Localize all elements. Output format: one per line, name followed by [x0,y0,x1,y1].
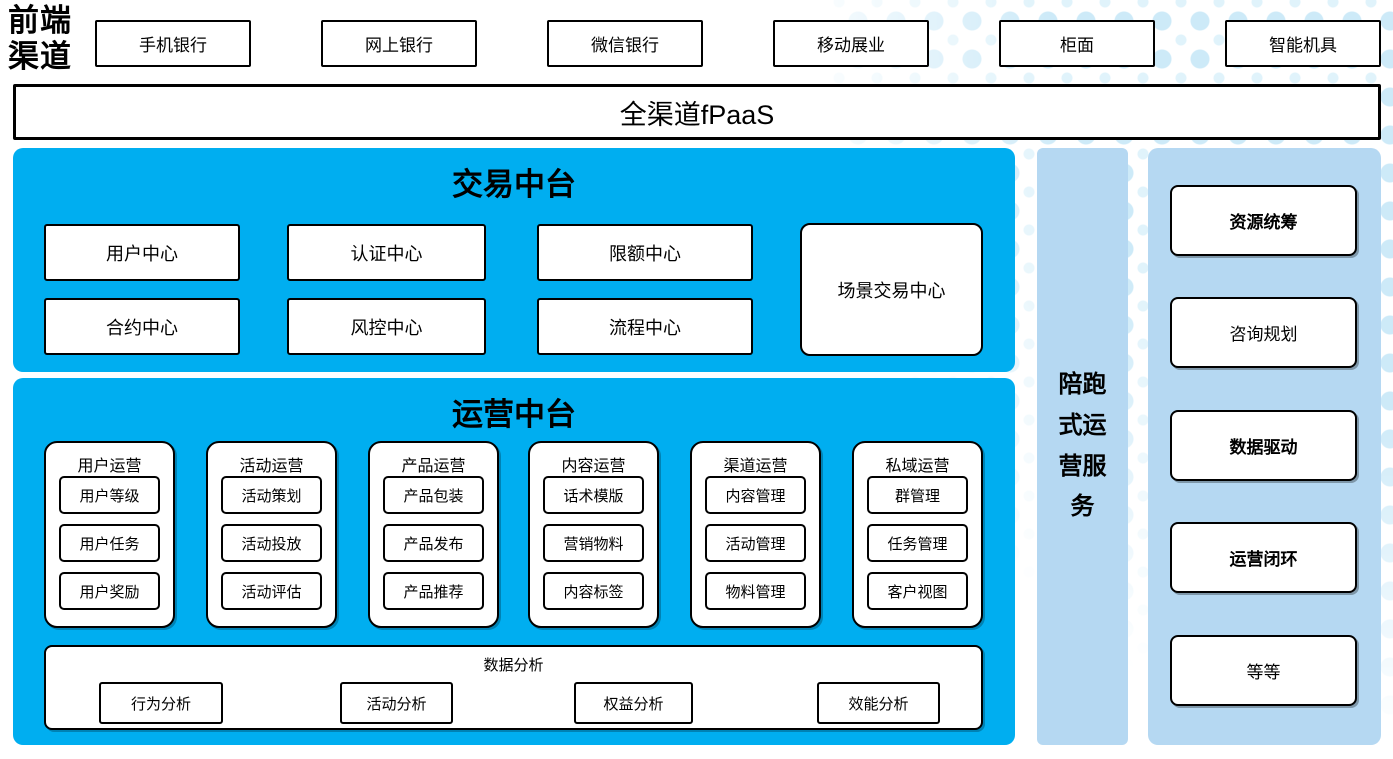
center-box-limit: 限额中心 [537,224,753,281]
analytics-box-rights: 权益分析 [574,682,693,724]
trade-platform-title: 交易中台 [452,167,576,203]
ops-item: 内容标签 [543,572,644,610]
ops-item: 产品包装 [383,476,484,514]
service-panel: 资源统筹 咨询规划 数据驱动 运营闭环 等等 [1148,148,1381,745]
data-analytics-title: 数据分析 [483,657,544,674]
ops-item: 活动策划 [221,476,322,514]
center-box-process: 流程中心 [537,298,753,355]
ops-item: 营销物料 [543,524,644,562]
front-channels-label: 前端渠道 [8,3,72,75]
ops-item: 产品发布 [383,524,484,562]
analytics-box-behavior: 行为分析 [99,682,223,724]
ops-group-activity: 活动运营 活动策划 活动投放 活动评估 [206,441,337,628]
ops-group-title: 用户运营 [77,458,142,475]
ops-group-user: 用户运营 用户等级 用户任务 用户奖励 [44,441,175,628]
fpaas-bar-label: 全渠道fPaaS [619,99,775,130]
ops-item: 内容管理 [705,476,806,514]
ops-group-title: 产品运营 [401,458,466,475]
center-box-contract: 合约中心 [44,298,240,355]
center-box-user: 用户中心 [44,224,240,281]
ops-group-title: 渠道运营 [723,458,788,475]
center-box-scene-trade: 场景交易中心 [800,223,983,356]
data-analytics-section: 数据分析 行为分析 活动分析 权益分析 效能分析 [44,645,983,730]
ops-item: 用户任务 [59,524,160,562]
ops-group-title: 私域运营 [885,458,950,475]
ops-item: 产品推荐 [383,572,484,610]
companion-service-bar: 陪跑式运营服务 [1037,148,1128,745]
ops-group-title: 活动运营 [239,458,304,475]
ops-item: 物料管理 [705,572,806,610]
front-channels-row: 手机银行 网上银行 微信银行 移动展业 柜面 智能机具 [95,20,1381,67]
service-box-data-driven: 数据驱动 [1170,410,1357,481]
ops-group-title: 内容运营 [561,458,626,475]
analytics-box-efficiency: 效能分析 [817,682,940,724]
ops-item: 用户等级 [59,476,160,514]
service-box-ops-closed-loop: 运营闭环 [1170,522,1357,593]
center-box-auth: 认证中心 [287,224,486,281]
center-box-risk: 风控中心 [287,298,486,355]
ops-group-product: 产品运营 产品包装 产品发布 产品推荐 [368,441,499,628]
ops-item: 活动评估 [221,572,322,610]
ops-group-channel: 渠道运营 内容管理 活动管理 物料管理 [690,441,821,628]
ops-item: 活动投放 [221,524,322,562]
channel-box-smart-devices: 智能机具 [1225,20,1381,67]
ops-platform-section: 运营中台 用户运营 用户等级 用户任务 用户奖励 活动运营 活动策划 活动投放 … [13,378,1015,745]
ops-group-private-domain: 私域运营 群管理 任务管理 客户视图 [852,441,983,628]
ops-group-content: 内容运营 话术模版 营销物料 内容标签 [528,441,659,628]
channel-box-online-banking: 网上银行 [321,20,477,67]
channel-box-mobile-banking: 手机银行 [95,20,251,67]
ops-item: 用户奖励 [59,572,160,610]
channel-box-counter: 柜面 [999,20,1155,67]
analytics-box-activity: 活动分析 [340,682,453,724]
companion-service-label: 陪跑式运营服务 [1058,370,1107,521]
ops-platform-title: 运营中台 [452,397,576,433]
ops-item: 活动管理 [705,524,806,562]
channel-box-mobile-sales: 移动展业 [773,20,929,67]
fpaas-bar: 全渠道fPaaS [13,84,1381,140]
ops-item: 客户视图 [867,572,968,610]
service-box-resource-planning: 资源统筹 [1170,185,1357,256]
service-box-consulting: 咨询规划 [1170,297,1357,368]
trade-platform-section: 交易中台 用户中心 认证中心 限额中心 合约中心 风控中心 流程中心 场景交易中… [13,148,1015,372]
ops-item: 任务管理 [867,524,968,562]
ops-item: 话术模版 [543,476,644,514]
service-box-etc: 等等 [1170,635,1357,706]
channel-box-wechat-banking: 微信银行 [547,20,703,67]
ops-item: 群管理 [867,476,968,514]
